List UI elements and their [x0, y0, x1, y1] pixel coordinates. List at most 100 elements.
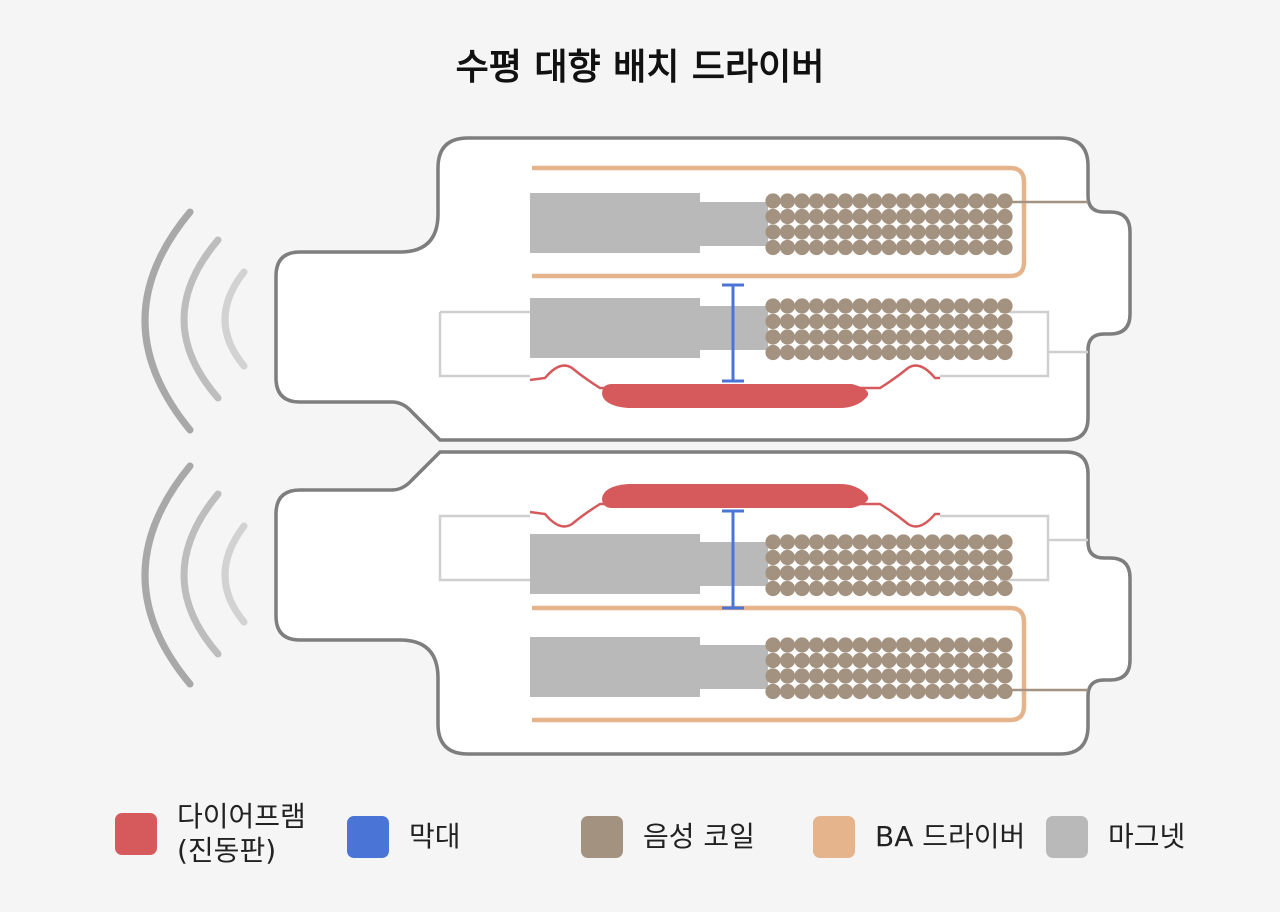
coil-winding	[895, 549, 912, 566]
coil-winding	[924, 534, 941, 550]
coil-winding	[823, 193, 839, 209]
coil-winding	[924, 329, 941, 345]
coil-winding	[794, 298, 810, 314]
coil-winding	[982, 534, 999, 550]
coil-winding	[924, 224, 941, 240]
coil-winding	[953, 580, 970, 597]
coil-winding	[765, 193, 781, 209]
coil-winding	[968, 329, 984, 345]
coil-winding	[866, 549, 883, 566]
coil-winding	[881, 549, 897, 566]
coil-winding	[794, 344, 810, 361]
coil-winding	[895, 565, 912, 581]
coil-winding	[837, 313, 854, 330]
coil-winding	[895, 344, 912, 361]
coil-winding	[953, 193, 970, 209]
coil-winding	[924, 208, 941, 225]
coil-winding	[881, 637, 897, 653]
coil-winding	[837, 652, 854, 669]
coil-winding	[895, 193, 912, 209]
coil-winding	[982, 580, 999, 597]
coil-winding	[823, 329, 839, 345]
coil-winding	[953, 224, 970, 240]
coil-winding	[852, 668, 868, 684]
coil-winding	[765, 313, 781, 330]
coil-winding	[953, 683, 970, 700]
coil-winding	[895, 637, 912, 653]
coil-winding	[765, 344, 781, 361]
legend-label-magnet: 마그넷	[1108, 820, 1186, 853]
coil-winding	[982, 208, 999, 225]
coil-winding	[953, 565, 970, 581]
coil-winding	[852, 580, 868, 597]
coil-winding	[808, 329, 825, 345]
coil-winding	[953, 298, 970, 314]
coil-winding	[779, 565, 796, 581]
upper-ba-voice-coil	[765, 193, 1013, 256]
coil-winding	[982, 549, 999, 566]
coil-winding	[808, 565, 825, 581]
coil-winding	[997, 534, 1013, 550]
coil-winding	[910, 668, 926, 684]
coil-winding	[895, 208, 912, 225]
coil-winding	[939, 668, 955, 684]
coil-winding	[997, 668, 1013, 684]
coil-winding	[968, 313, 984, 330]
lower-sound-waves	[141, 462, 248, 688]
coil-winding	[939, 329, 955, 345]
legend-label-diaphragm: 다이어프램 (진동판)	[177, 800, 306, 867]
coil-winding	[794, 565, 810, 581]
coil-winding	[852, 298, 868, 314]
coil-winding	[895, 668, 912, 684]
coil-winding	[895, 580, 912, 597]
upper-ba-magnet-neck	[700, 202, 768, 246]
coil-winding	[982, 193, 999, 209]
coil-winding	[910, 534, 926, 550]
coil-winding	[910, 565, 926, 581]
coil-winding	[895, 534, 912, 550]
coil-winding	[997, 298, 1013, 314]
coil-winding	[837, 344, 854, 361]
coil-winding	[808, 344, 825, 361]
coil-winding	[808, 298, 825, 314]
coil-winding	[939, 534, 955, 550]
coil-winding	[779, 534, 796, 550]
coil-winding	[837, 534, 854, 550]
coil-winding	[924, 298, 941, 314]
coil-winding	[953, 208, 970, 225]
coil-winding	[881, 239, 897, 256]
coil-winding	[895, 239, 912, 256]
coil-winding	[895, 652, 912, 669]
coil-winding	[881, 580, 897, 597]
coil-winding	[939, 565, 955, 581]
driver-diagram	[141, 136, 1132, 756]
coil-winding	[953, 668, 970, 684]
ba-driver-swatch	[813, 816, 855, 858]
legend-item-ba-driver: BA 드라이버	[813, 816, 1025, 858]
coil-winding	[852, 549, 868, 566]
coil-winding	[823, 298, 839, 314]
coil-winding	[997, 683, 1013, 700]
coil-winding	[910, 193, 926, 209]
coil-winding	[866, 344, 883, 361]
coil-winding	[924, 313, 941, 330]
coil-winding	[968, 344, 984, 361]
coil-winding	[866, 313, 883, 330]
coil-winding	[808, 313, 825, 330]
coil-winding	[982, 224, 999, 240]
coil-winding	[982, 239, 999, 256]
coil-winding	[794, 580, 810, 597]
coil-winding	[866, 239, 883, 256]
coil-winding	[939, 193, 955, 209]
coil-winding	[765, 298, 781, 314]
coil-winding	[794, 549, 810, 566]
legend-item-diaphragm: 다이어프램 (진동판)	[115, 800, 306, 868]
coil-winding	[953, 652, 970, 669]
legend-label-rod: 막대	[409, 820, 461, 853]
coil-winding	[823, 580, 839, 597]
diaphragm-swatch	[115, 813, 157, 855]
coil-winding	[997, 193, 1013, 209]
coil-winding	[852, 193, 868, 209]
coil-winding	[982, 683, 999, 700]
coil-winding	[895, 298, 912, 314]
